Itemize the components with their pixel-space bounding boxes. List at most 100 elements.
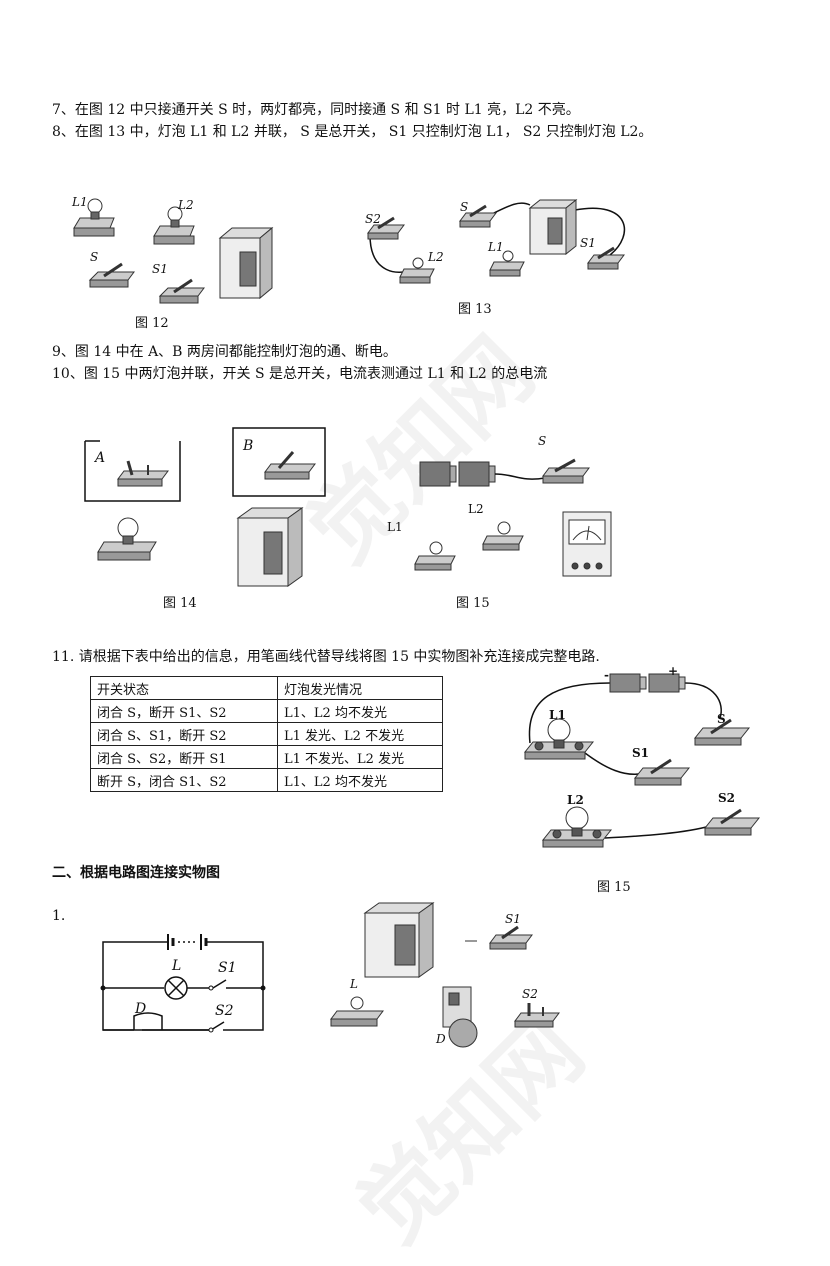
battery-cells	[609, 673, 686, 693]
fig15b-label-l2: L2	[567, 793, 584, 807]
switch-s	[459, 204, 497, 228]
question-10: 10、图 15 中两灯泡并联，开关 S 是总开关，电流表测通过 L1 和 L2 …	[52, 366, 548, 382]
switch-s2	[703, 808, 761, 836]
fig15b-caption: 图 15	[597, 880, 631, 895]
bulb-l1	[414, 541, 456, 571]
bulb-l1	[489, 250, 525, 277]
table-cell: L1 发光、L2 不发光	[277, 722, 443, 746]
table-row: 闭合 S，断开 S1、S2 L1、L2 均不发光	[90, 699, 443, 723]
battery	[218, 226, 274, 300]
figure-14	[84, 427, 326, 587]
question-7: 7、在图 12 中只接通开关 S 时，两灯都亮，同时接通 S 和 S1 时 L1…	[52, 102, 580, 118]
question-8: 8、在图 13 中，灯泡 L1 和 L2 并联， S 是总开关， S1 只控制灯…	[52, 124, 653, 140]
bulb-l1	[73, 198, 115, 237]
bulb	[97, 517, 157, 561]
switch-s2	[514, 1003, 560, 1028]
battery	[528, 198, 578, 256]
section-2-item-number: 1.	[52, 908, 66, 924]
ammeter	[562, 511, 612, 577]
parts-label-s2: S2	[522, 987, 538, 1001]
figure-13	[367, 198, 626, 284]
fig14-label-a: A	[95, 450, 106, 466]
fig13-label-l1: L1	[488, 240, 504, 254]
fig15b-label-minus: -	[604, 668, 609, 682]
fig15a-label-l1: L1	[387, 520, 403, 534]
fig15a-label-l2: L2	[468, 502, 484, 516]
table-cell: L1 不发光、L2 发光	[277, 745, 443, 769]
fig13-caption: 图 13	[458, 302, 492, 317]
room-b	[232, 427, 326, 497]
section-2-title: 二、根据电路图连接实物图	[52, 865, 220, 881]
fig15b-label-s2: S2	[718, 791, 736, 805]
fig15b-label-s: S	[717, 712, 726, 726]
fig12-label-s: S	[90, 250, 99, 264]
fig13-label-l2: L2	[428, 250, 444, 264]
fig13-label-s1: S1	[580, 236, 596, 250]
switch-b	[264, 451, 316, 480]
figure-15a	[414, 458, 612, 577]
fig12-label-l1: L1	[72, 195, 88, 209]
wire-l2-s2	[604, 825, 711, 839]
switch-s1	[158, 278, 205, 304]
fig15b-label-l1: L1	[549, 708, 566, 722]
question-11: 11. 请根据下表中给出的信息，用笔画线代替导线将图 15 中实物图补充连接成完…	[52, 649, 600, 665]
room-a	[84, 441, 181, 502]
switch-state-table: 开关状态 灯泡发光情况 闭合 S，断开 S1、S2 L1、L2 均不发光 闭合 …	[90, 676, 443, 792]
switch-s	[542, 458, 590, 484]
switch-s1	[633, 758, 691, 786]
bell-d	[442, 986, 478, 1048]
switch-s1	[587, 246, 625, 270]
wire-battery-right	[684, 682, 722, 719]
parts-label-s1: S1	[505, 912, 521, 926]
fig12-label-s1: S1	[152, 262, 168, 276]
table-row: 断开 S，闭合 S1、S2 L1、L2 均不发光	[90, 768, 443, 792]
table-cell: 断开 S，闭合 S1、S2	[90, 768, 278, 792]
battery	[363, 902, 477, 978]
fig12-label-l2: L2	[178, 198, 194, 212]
table-cell: L1、L2 均不发光	[277, 768, 443, 792]
switch-s1	[489, 925, 533, 950]
table-header-row: 开关状态 灯泡发光情况	[90, 676, 443, 700]
fig15a-label-s: S	[538, 434, 547, 448]
figure-12	[73, 198, 274, 304]
circuit-label-s2: S2	[215, 1003, 234, 1019]
circuit-diagram	[100, 934, 266, 1033]
parts-label-l: L	[350, 977, 358, 991]
wire-battery-s1	[574, 207, 626, 256]
fig13-label-s: S	[460, 200, 469, 214]
switch-s	[88, 262, 135, 288]
wire-battery-switch	[494, 473, 546, 480]
fig13-label-s2: S2	[365, 212, 381, 226]
switch-s	[693, 718, 751, 746]
switch-a	[117, 460, 169, 487]
circuit-label-s1: S1	[218, 960, 237, 976]
bulb-l2	[153, 206, 195, 245]
wire-battery-left	[528, 682, 611, 744]
table-cell: 闭合 S、S1，断开 S2	[90, 722, 278, 746]
fig14-caption: 图 14	[163, 596, 197, 611]
bulb-l2	[399, 257, 435, 284]
circuit-label-d: D	[135, 1001, 147, 1017]
bulb-l	[330, 996, 384, 1027]
fig12-caption: 图 12	[135, 316, 169, 331]
fig15a-caption: 图 15	[456, 596, 490, 611]
fig14-label-b: B	[243, 438, 254, 454]
bulb-l2	[482, 521, 524, 551]
table-cell: 闭合 S，断开 S1、S2	[90, 699, 278, 723]
table-cell: 闭合 S、S2，断开 S1	[90, 745, 278, 769]
circuit-label-l: L	[172, 958, 182, 974]
wire-s2-l2	[369, 234, 411, 273]
parts-label-d: D	[436, 1032, 446, 1046]
question-9: 9、图 14 中在 A、B 两房间都能控制灯泡的通、断电。	[52, 344, 397, 360]
battery	[236, 507, 304, 587]
fig15b-label-plus: +	[668, 664, 679, 678]
table-header-cell: 开关状态	[90, 676, 278, 700]
table-cell: L1、L2 均不发光	[277, 699, 443, 723]
battery-cells	[419, 461, 496, 487]
table-header-cell: 灯泡发光情况	[277, 676, 443, 700]
table-row: 闭合 S、S1，断开 S2 L1 发光、L2 不发光	[90, 722, 443, 746]
figure-15b	[523, 673, 761, 848]
switch-s2	[367, 216, 405, 240]
bulb-l1	[523, 718, 595, 760]
physical-parts	[330, 902, 560, 1048]
